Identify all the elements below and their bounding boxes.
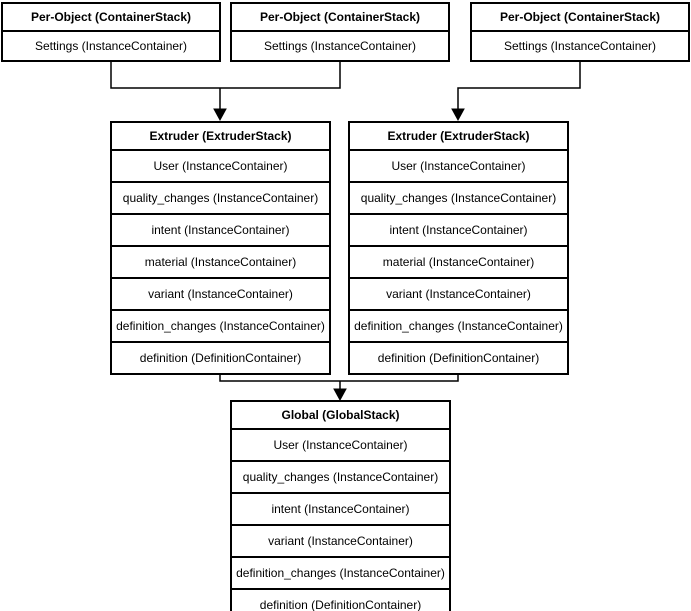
stack-row: variant (InstanceContainer): [112, 277, 329, 309]
stack-row: definition (DefinitionContainer): [112, 341, 329, 373]
stack-row: intent (InstanceContainer): [112, 213, 329, 245]
stack-title: Per-Object (ContainerStack): [259, 10, 421, 24]
extruder-stack-left: Extruder (ExtruderStack) User (InstanceC…: [110, 121, 331, 375]
stack-row: quality_changes (InstanceContainer): [112, 181, 329, 213]
connector-line: [457, 60, 581, 112]
stack-title: Per-Object (ContainerStack): [499, 10, 661, 24]
stack-row: definition_changes (InstanceContainer): [112, 309, 329, 341]
stack-row: User (InstanceContainer): [232, 428, 449, 460]
stack-row: intent (InstanceContainer): [350, 213, 567, 245]
stack-row: definition_changes (InstanceContainer): [350, 309, 567, 341]
stack-row: definition_changes (InstanceContainer): [232, 556, 449, 588]
connector-per-object-to-extruder-right: [451, 60, 581, 122]
stack-title: Global (GlobalStack): [281, 408, 400, 422]
per-object-stack-1: Per-Object (ContainerStack) Settings (In…: [1, 2, 221, 62]
connector-line: [110, 60, 341, 89]
stack-row: quality_changes (InstanceContainer): [350, 181, 567, 213]
stack-row: User (InstanceContainer): [350, 149, 567, 181]
arrowhead-down-icon: [451, 108, 465, 122]
global-stack: Global (GlobalStack) User (InstanceConta…: [230, 400, 451, 611]
stack-row: variant (InstanceContainer): [350, 277, 567, 309]
stack-row: quality_changes (InstanceContainer): [232, 460, 449, 492]
stack-row: variant (InstanceContainer): [232, 524, 449, 556]
stack-title: Extruder (ExtruderStack): [149, 129, 292, 143]
stack-row: Settings (InstanceContainer): [232, 30, 448, 60]
arrowhead-down-icon: [213, 108, 227, 122]
stack-row: Settings (InstanceContainer): [3, 30, 219, 60]
stack-row: definition (DefinitionContainer): [232, 588, 449, 611]
stack-row: definition (DefinitionContainer): [350, 341, 567, 373]
stack-row: material (InstanceContainer): [350, 245, 567, 277]
stack-title: Per-Object (ContainerStack): [30, 10, 192, 24]
stack-row: Settings (InstanceContainer): [472, 30, 688, 60]
per-object-stack-2: Per-Object (ContainerStack) Settings (In…: [230, 2, 450, 62]
stack-row: User (InstanceContainer): [112, 149, 329, 181]
stack-row: material (InstanceContainer): [112, 245, 329, 277]
arrowhead-down-icon: [333, 388, 347, 402]
extruder-stack-right: Extruder (ExtruderStack) User (InstanceC…: [348, 121, 569, 375]
stack-row: intent (InstanceContainer): [232, 492, 449, 524]
per-object-stack-3: Per-Object (ContainerStack) Settings (In…: [470, 2, 690, 62]
stack-title: Extruder (ExtruderStack): [387, 129, 530, 143]
connector-per-object-to-extruder-left: [110, 60, 341, 122]
